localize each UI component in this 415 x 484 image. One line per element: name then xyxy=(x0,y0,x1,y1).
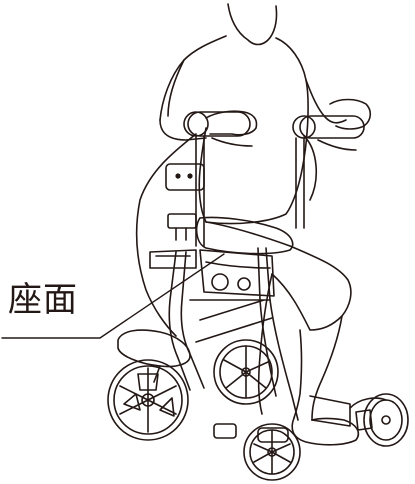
brake-cable xyxy=(135,133,318,337)
person-lower-leg xyxy=(293,315,343,421)
left-brake-lever xyxy=(211,137,253,147)
front-caster-mount xyxy=(213,423,237,439)
person-foot xyxy=(291,417,360,446)
person-right-hand xyxy=(329,98,372,130)
walker-frame xyxy=(107,111,409,481)
person-head-outline xyxy=(227,3,278,46)
height-clamp xyxy=(167,213,197,229)
rear-axle xyxy=(309,395,351,427)
cross-brace xyxy=(189,299,273,343)
seat-board xyxy=(195,216,294,255)
front-caster xyxy=(213,423,301,481)
callout-leader-line xyxy=(1,253,225,339)
backrest-pad xyxy=(165,163,205,191)
rear-wheel xyxy=(213,339,279,405)
right-brake-lever xyxy=(317,139,357,151)
right-caster xyxy=(349,393,409,447)
front-leg xyxy=(168,251,191,391)
rear-leg-inner xyxy=(257,247,277,397)
person-thigh xyxy=(205,221,352,331)
left-handle-grip xyxy=(187,111,251,137)
rear-leg xyxy=(265,247,299,421)
storage-bag xyxy=(199,249,275,297)
right-handle-grip xyxy=(299,115,365,139)
person-right-arm xyxy=(305,79,347,124)
seat-callout-label: 座面 xyxy=(8,280,78,320)
right-upright-post xyxy=(295,137,305,229)
front-wheel xyxy=(107,359,189,441)
person-left-hand xyxy=(205,110,258,136)
person-left-arm xyxy=(159,59,207,141)
